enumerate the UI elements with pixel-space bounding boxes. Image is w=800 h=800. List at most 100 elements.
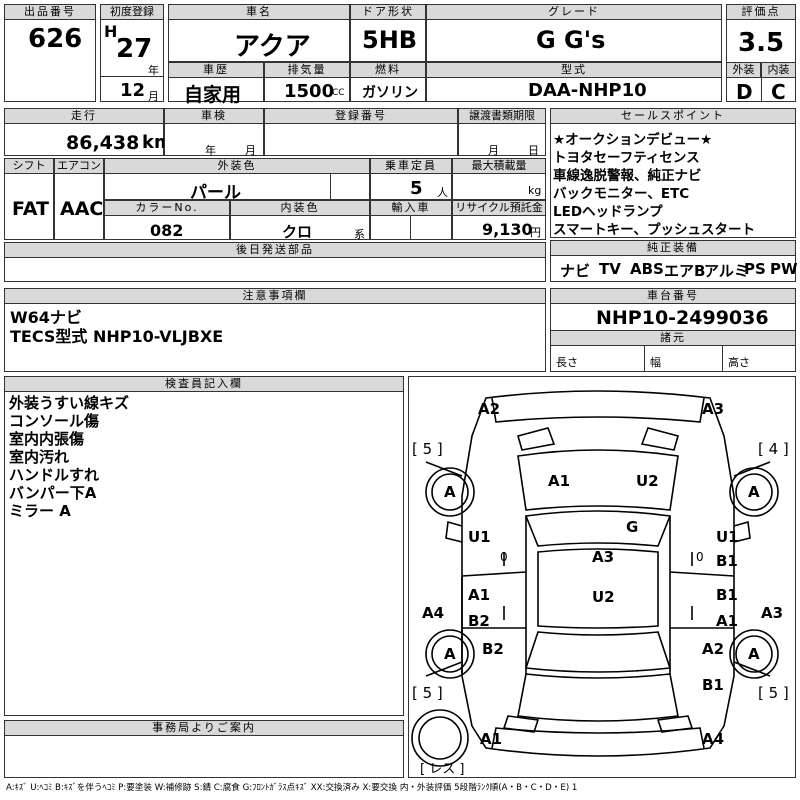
mark-zero-left: 0	[500, 550, 508, 564]
sales-points-box	[550, 108, 796, 238]
door-header: ドア形状	[350, 4, 426, 20]
color-no-header: カラーNo.	[104, 200, 230, 216]
inspector-header: 検査員記入欄	[4, 376, 404, 392]
first-reg-era: H	[104, 22, 118, 41]
mark-left-rear-door-a: A1	[468, 586, 491, 604]
max-load-header: 最大積載量	[452, 158, 546, 174]
rating-score: 3.5	[738, 28, 785, 58]
lot-box	[4, 4, 96, 102]
width-label: 幅	[650, 356, 661, 369]
car-diagram	[411, 390, 779, 767]
tire-spare: [ レス ]	[420, 762, 465, 777]
genuine-nav: ナビ	[560, 262, 591, 280]
lot-number: 626	[28, 24, 83, 54]
model-header: 型式	[426, 62, 722, 78]
mark-wheel-fr: A	[748, 483, 760, 501]
note-line-1: W64ナビ	[10, 308, 82, 327]
inspector-note-5: ハンドルすれ	[9, 466, 100, 484]
year-unit: 年	[148, 64, 159, 77]
sales-points-header: セールスポイント	[550, 108, 796, 124]
int-color-header: 内装色	[230, 200, 370, 216]
color-no: 082	[150, 221, 184, 240]
capacity-header: 乗車定員	[370, 158, 452, 174]
reg-no-header: 登録番号	[264, 108, 458, 124]
genuine-header: 純正装備	[550, 240, 796, 256]
later-parts-header: 後日発送部品	[4, 242, 546, 258]
lot-header: 出品番号	[4, 4, 96, 20]
inspector-note-4: 室内汚れ	[9, 448, 70, 466]
tire-rear-right: [ 5 ]	[758, 684, 789, 702]
aircon: AAC	[60, 198, 104, 220]
car-name: アクア	[234, 32, 311, 62]
mark-windshield: G	[626, 518, 639, 536]
chassis-number: NHP10-2499036	[596, 307, 769, 329]
mark-roof: A3	[592, 548, 615, 566]
sales-point-3: 車線逸脱警報、純正ナビ	[553, 168, 702, 184]
car-name-header: 車名	[168, 4, 350, 20]
inspection-header: 車検	[164, 108, 264, 124]
month-unit: 月	[148, 90, 159, 103]
mark-left-front-door: U1	[468, 528, 491, 546]
mileage: 86,438	[66, 132, 140, 154]
inspector-note-2: コンソール傷	[9, 412, 100, 430]
capacity: 5	[410, 178, 423, 199]
mark-bonnet-left: A1	[548, 472, 571, 490]
mark-front-left: A2	[478, 400, 501, 418]
inspector-note-1: 外装うすい線キズ	[9, 394, 130, 412]
displacement: 1500	[284, 81, 335, 102]
genuine-tv: TV	[599, 260, 621, 278]
tire-front-left: [ 5 ]	[412, 440, 443, 458]
mark-right-side: A3	[761, 604, 784, 622]
chassis-header: 車台番号	[550, 288, 796, 304]
shift-header: シフト	[4, 158, 54, 174]
mark-front-right: A3	[702, 400, 725, 418]
mark-left-rear-fender: B2	[482, 640, 504, 658]
grade: G G's	[536, 26, 606, 54]
specs-header: 諸元	[550, 330, 796, 346]
exterior-header: 外装	[726, 62, 761, 78]
cc-unit: CC	[332, 88, 345, 98]
genuine-alloy: アルミ	[704, 262, 749, 280]
genuine-pw: PW	[770, 260, 798, 278]
yen-unit: 円	[530, 226, 541, 239]
int-color: クロ	[282, 223, 313, 241]
ext-color: パール	[190, 183, 241, 203]
import-header: 輸入車	[370, 200, 452, 216]
mark-right-front-door-b: B1	[716, 552, 738, 570]
sales-point-6: スマートキー、プッシュスタート	[553, 222, 755, 238]
sales-point-1: ★オークションデビュー★	[553, 132, 713, 148]
sales-point-2: トヨタセーフティセンス	[553, 150, 700, 166]
mark-right-front-door-u: U1	[716, 528, 739, 546]
genuine-ps: PS	[744, 260, 766, 278]
mark-right-rear-door-a: A1	[716, 612, 739, 630]
fuel: ガソリン	[362, 85, 418, 101]
inspector-box	[4, 376, 404, 716]
first-reg-year: 27	[116, 34, 153, 64]
inspection-year-unit: 年	[205, 144, 216, 157]
mark-right-rear-door-b: B1	[716, 586, 738, 604]
ext-color-header: 外装色	[104, 158, 370, 174]
history-header: 車歴	[168, 62, 264, 78]
recycle-header: リサイクル預託金	[452, 200, 546, 216]
first-reg-month: 12	[120, 80, 146, 101]
mark-wheel-fl: A	[444, 483, 456, 501]
person-unit: 人	[437, 186, 448, 199]
notes-header: 注意事項欄	[4, 288, 546, 304]
aircon-header: エアコン	[54, 158, 104, 174]
history: 自家用	[184, 84, 242, 106]
fuel-header: 燃料	[350, 62, 426, 78]
exterior-grade: D	[736, 80, 753, 104]
tire-front-right: [ 4 ]	[758, 440, 789, 458]
mark-roof-rear: U2	[592, 588, 615, 606]
mark-right-rear-fender-a: A2	[702, 640, 725, 658]
height-label: 高さ	[728, 356, 750, 369]
transfer-month-unit: 月	[488, 144, 499, 157]
inspector-note-7: ミラー A	[9, 502, 71, 520]
sales-point-5: LEDヘッドランプ	[553, 204, 663, 220]
inspector-note-3: 室内内張傷	[9, 430, 85, 448]
sales-point-4: バックモニター、ETC	[553, 186, 690, 202]
shift: FAT	[12, 198, 49, 220]
mark-right-rear-fender-b: B1	[702, 676, 724, 694]
interior-grade: C	[771, 80, 786, 104]
mark-rear-right: A4	[702, 730, 725, 748]
